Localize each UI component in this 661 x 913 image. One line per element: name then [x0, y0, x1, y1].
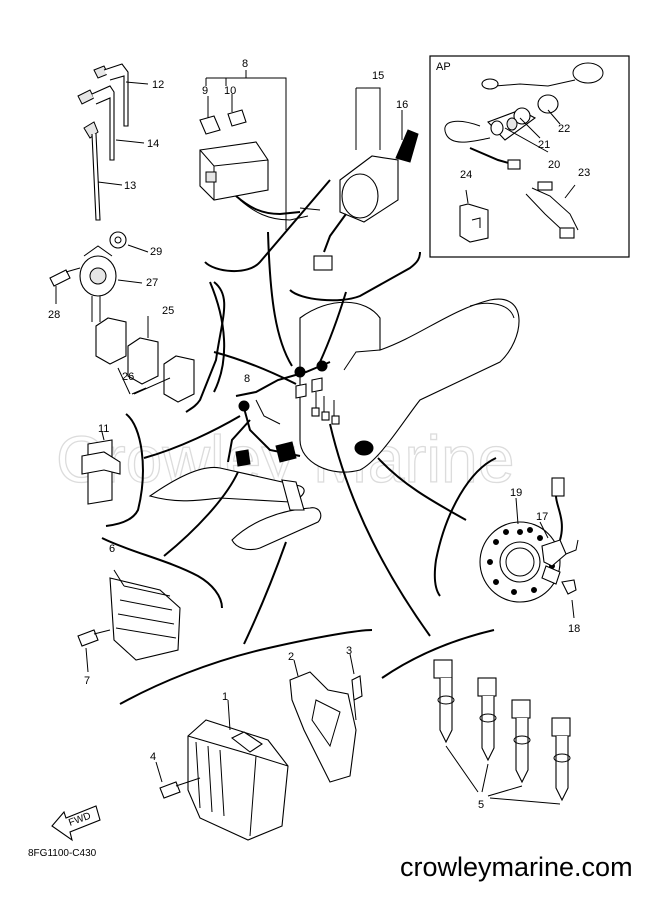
rectifier-regulator [77, 569, 181, 673]
part-label-9: 9 [202, 85, 208, 97]
part-label-6: 6 [109, 543, 115, 555]
bracket-fusebox [204, 179, 331, 273]
site-url: crowleymarine.com [400, 852, 633, 882]
part-label-21: 21 [538, 139, 550, 151]
fuse-box-assembly [199, 70, 321, 230]
switch-assembly [313, 87, 419, 271]
part-label-8-harness: 8 [244, 373, 250, 385]
clamps-and-ties [77, 63, 149, 221]
caps-25-26 [95, 316, 195, 403]
part-label-2: 2 [288, 651, 294, 663]
bracket-clip [105, 413, 144, 527]
part-number-labels: 1 2 3 4 5 6 7 8 8 9 10 11 12 13 14 15 16… [48, 58, 590, 811]
part-label-24: 24 [460, 169, 472, 181]
fwd-arrow-icon: FWD [51, 805, 101, 842]
part-label-19: 19 [510, 487, 522, 499]
part-label-15: 15 [372, 70, 384, 82]
inset-label: AP [436, 61, 451, 73]
bracket-switch [289, 251, 421, 302]
part-label-20: 20 [548, 159, 560, 171]
part-label-11: 11 [98, 423, 109, 435]
lead-wire-23 [531, 187, 579, 231]
part-label-16: 16 [396, 99, 408, 111]
part-label-28: 28 [48, 309, 60, 321]
part-label-27: 27 [146, 277, 158, 289]
clip-11 [81, 431, 121, 505]
part-label-14: 14 [147, 138, 159, 150]
part-label-10: 10 [224, 85, 236, 97]
key-switch-assembly [444, 94, 559, 170]
part-label-13: 13 [124, 180, 136, 192]
part-label-12: 12 [152, 79, 164, 91]
lanyard-ring [572, 62, 604, 84]
part-label-7: 7 [84, 675, 90, 687]
part-label-25: 25 [162, 305, 174, 317]
part-label-22: 22 [558, 123, 570, 135]
part-label-17: 17 [536, 511, 548, 523]
bracket-right [433, 457, 497, 597]
part-label-1: 1 [222, 691, 228, 703]
bracket-left-upper [185, 281, 226, 413]
bracket-cdi [119, 629, 373, 705]
bracket-coils [381, 629, 495, 679]
part-label-26: 26 [122, 371, 134, 383]
pickup-coil-assembly [479, 477, 579, 619]
ignition-coils [433, 659, 571, 805]
part-label-18: 18 [568, 623, 580, 635]
part-label-8: 8 [242, 58, 248, 70]
part-label-4: 4 [150, 751, 156, 763]
cdi-unit-assembly [155, 653, 363, 841]
part-label-3: 3 [346, 645, 352, 657]
buzzer-assembly [49, 231, 149, 322]
cap-24 [459, 203, 489, 243]
wire-harness-center [148, 298, 520, 551]
part-label-5: 5 [478, 799, 484, 811]
part-label-29: 29 [150, 246, 162, 258]
inset-ap-box: AP [429, 55, 630, 258]
bracket-rectifier [101, 537, 223, 609]
drawing-code: 8FG1100-C430 [28, 848, 97, 859]
leader-curves [143, 231, 467, 645]
part-label-23: 23 [578, 167, 590, 179]
